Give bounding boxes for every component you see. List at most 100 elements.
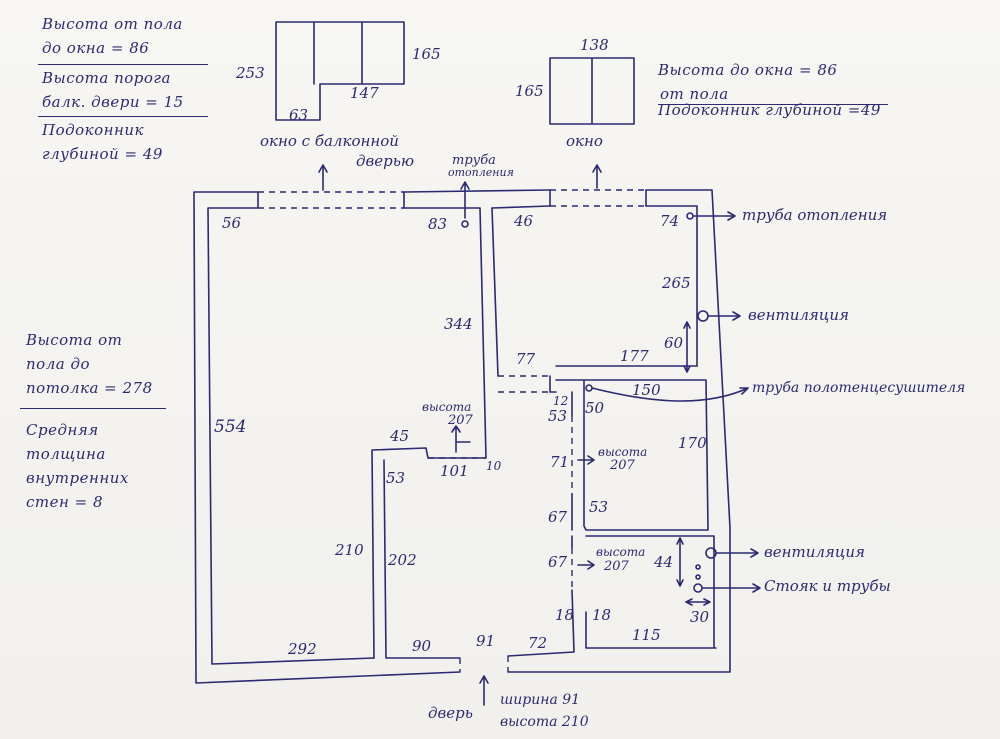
heating-pipe-label: труба <box>452 153 496 168</box>
arrow-up-pipe <box>460 181 470 219</box>
window-label: окно <box>566 132 603 150</box>
height-label: высота <box>598 445 647 459</box>
dim-text: 344 <box>444 315 473 333</box>
dim-text: 72 <box>528 634 547 652</box>
door-arrow <box>479 675 489 706</box>
height-value: 207 <box>603 559 630 574</box>
dim-text: 12 <box>553 394 568 408</box>
dim-text: 67 <box>548 553 568 571</box>
note-divider <box>20 408 166 409</box>
leader-heating <box>693 211 736 221</box>
dim-text: 91 <box>476 632 495 650</box>
dim-text: 115 <box>632 626 661 644</box>
dim-text: 71 <box>550 453 569 471</box>
dim-text: 138 <box>580 36 609 54</box>
passage-opening <box>428 375 550 459</box>
dim-text: 170 <box>678 434 707 452</box>
heating-pipe-marker <box>461 220 469 228</box>
note-divider <box>38 116 208 117</box>
height-arrow-2 <box>577 455 595 465</box>
dim-text: 74 <box>660 212 679 230</box>
dim-text: 554 <box>214 417 246 437</box>
dim-text: 18 <box>555 606 574 624</box>
dim-text: 77 <box>516 350 536 368</box>
towel-rail-marker <box>585 384 593 392</box>
dim-text: 101 <box>440 462 469 480</box>
dim-text: 30 <box>690 608 710 626</box>
dim-text: 202 <box>387 551 417 569</box>
riser-marker <box>693 583 703 593</box>
note-divider <box>38 64 208 65</box>
arrow-up-window <box>592 164 602 189</box>
ventilation-callout-2: вентиляция <box>764 543 865 561</box>
balcony-window-label: окно с балконной <box>260 132 399 150</box>
height-value: 207 <box>609 458 636 473</box>
leader-vent-2 <box>716 548 759 558</box>
arrow-up-balcony <box>318 164 328 191</box>
heating-pipe-callout: труба отопления <box>742 206 887 224</box>
dim-text: 67 <box>548 508 568 526</box>
dim-text: 53 <box>589 498 608 516</box>
central-partition <box>371 207 499 659</box>
dim-text: 56 <box>222 214 242 232</box>
dim-text: 46 <box>513 212 534 230</box>
ventilation-marker <box>697 310 709 322</box>
leader-riser <box>702 583 761 593</box>
dim-44 <box>676 537 684 587</box>
riser-dot <box>695 574 701 580</box>
towel-rail-callout: труба полотенцесушителя <box>752 380 965 396</box>
dim-text: 83 <box>428 215 447 233</box>
dim-text: 18 <box>592 606 611 624</box>
leader-vent <box>708 311 741 321</box>
riser-dot <box>695 564 701 570</box>
door-height: высота 210 <box>500 714 589 730</box>
dim-text: 177 <box>620 347 649 365</box>
height-label: высота <box>422 400 471 414</box>
entry-door-label: дверь <box>428 704 473 722</box>
heating-pipe-label: отопления <box>448 166 514 179</box>
dim-text: 292 <box>287 640 317 658</box>
dim-text: 45 <box>389 427 409 445</box>
note-sill-right: Подоконник глубиной =49 <box>658 101 881 119</box>
window-jambs <box>257 189 647 209</box>
outer-wall-inner-line <box>207 205 698 665</box>
bathroom-walls <box>507 365 717 657</box>
balcony-window-opening <box>258 191 404 209</box>
door-width: ширина 91 <box>500 692 580 708</box>
leader-towel <box>591 387 749 402</box>
dim-text: 44 <box>653 553 673 571</box>
note-divider <box>658 104 888 105</box>
height-arrow-1 <box>451 425 471 453</box>
dim-text: 53 <box>386 469 405 487</box>
riser-callout: Стояк и трубы <box>764 577 891 595</box>
dim-text: 165 <box>412 45 441 63</box>
height-value: 207 <box>447 413 474 428</box>
dim-60 <box>683 321 691 373</box>
dim-text: 63 <box>289 106 308 124</box>
dim-text: 60 <box>664 334 684 352</box>
dim-30 <box>685 598 711 606</box>
dim-text: 165 <box>515 82 544 100</box>
heating-pipe-marker-right <box>686 212 694 220</box>
height-label: высота <box>596 545 645 559</box>
dim-text: 147 <box>350 84 379 102</box>
dim-text: 253 <box>235 64 265 82</box>
outer-wall-outer-line <box>193 189 731 684</box>
dim-text: 50 <box>585 399 605 417</box>
window-sketch <box>549 57 635 125</box>
entry-door-opening <box>459 656 509 672</box>
dim-text: 90 <box>412 637 432 655</box>
dim-text: 150 <box>632 381 661 399</box>
ventilation-callout: вентиляция <box>748 306 849 324</box>
window-opening <box>550 189 646 207</box>
dim-text: 265 <box>661 274 691 292</box>
height-arrow-3 <box>577 560 595 570</box>
